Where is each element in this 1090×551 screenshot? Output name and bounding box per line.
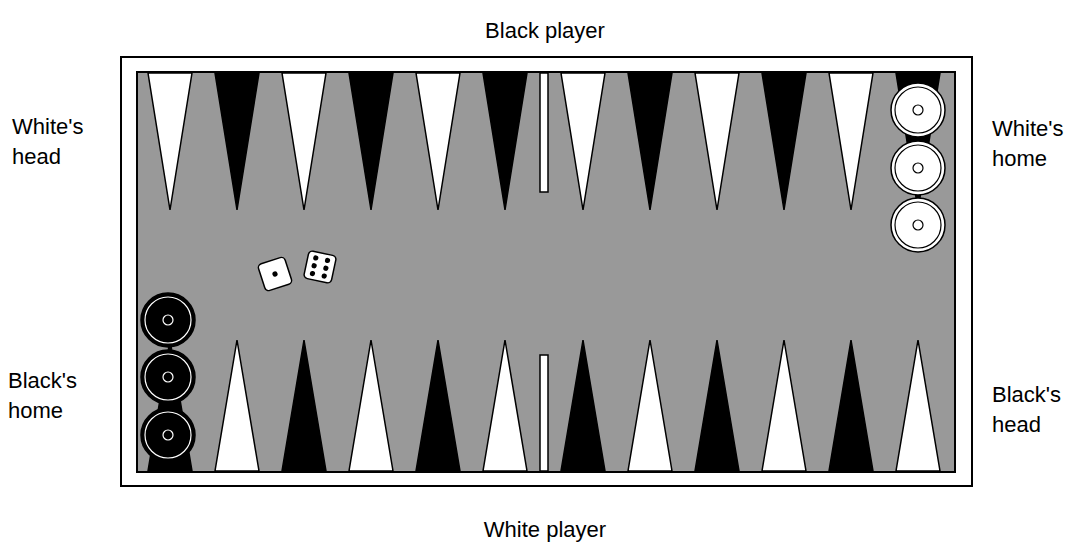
board-point	[349, 73, 393, 210]
checker	[141, 350, 195, 404]
board-point	[829, 340, 873, 471]
board-point	[282, 73, 326, 210]
board-point	[215, 340, 259, 471]
board-area-label: Black's head	[992, 380, 1087, 440]
board-point	[416, 73, 460, 210]
die	[257, 256, 292, 291]
bar	[540, 73, 548, 471]
board-frame	[121, 57, 972, 486]
board-area-label: White's home	[992, 114, 1087, 174]
board-point	[829, 73, 873, 210]
board-point	[561, 340, 605, 471]
board-field	[137, 72, 955, 472]
board-point	[282, 340, 326, 471]
board-point	[561, 73, 605, 210]
board-point	[349, 340, 393, 471]
player-label: White player	[0, 515, 1090, 545]
board-point	[628, 73, 672, 210]
checker	[891, 198, 945, 252]
checker	[891, 83, 945, 137]
board-point	[483, 73, 527, 210]
board-area-label: White's head	[12, 112, 112, 172]
player-label: Black player	[0, 16, 1090, 46]
board-point	[762, 73, 806, 210]
die	[303, 250, 336, 283]
board-points	[148, 73, 940, 471]
checker	[891, 141, 945, 195]
board-point	[148, 73, 192, 210]
board-point	[215, 73, 259, 210]
checker	[141, 408, 195, 462]
board-point	[695, 340, 739, 471]
board-point	[695, 73, 739, 210]
board-point	[416, 340, 460, 471]
board-point	[896, 340, 940, 471]
checker	[141, 293, 195, 347]
dice	[257, 250, 336, 291]
board-area-label: Black's home	[8, 366, 108, 426]
board-point	[762, 340, 806, 471]
checkers	[141, 83, 945, 462]
board-point	[628, 340, 672, 471]
board-point	[483, 340, 527, 471]
